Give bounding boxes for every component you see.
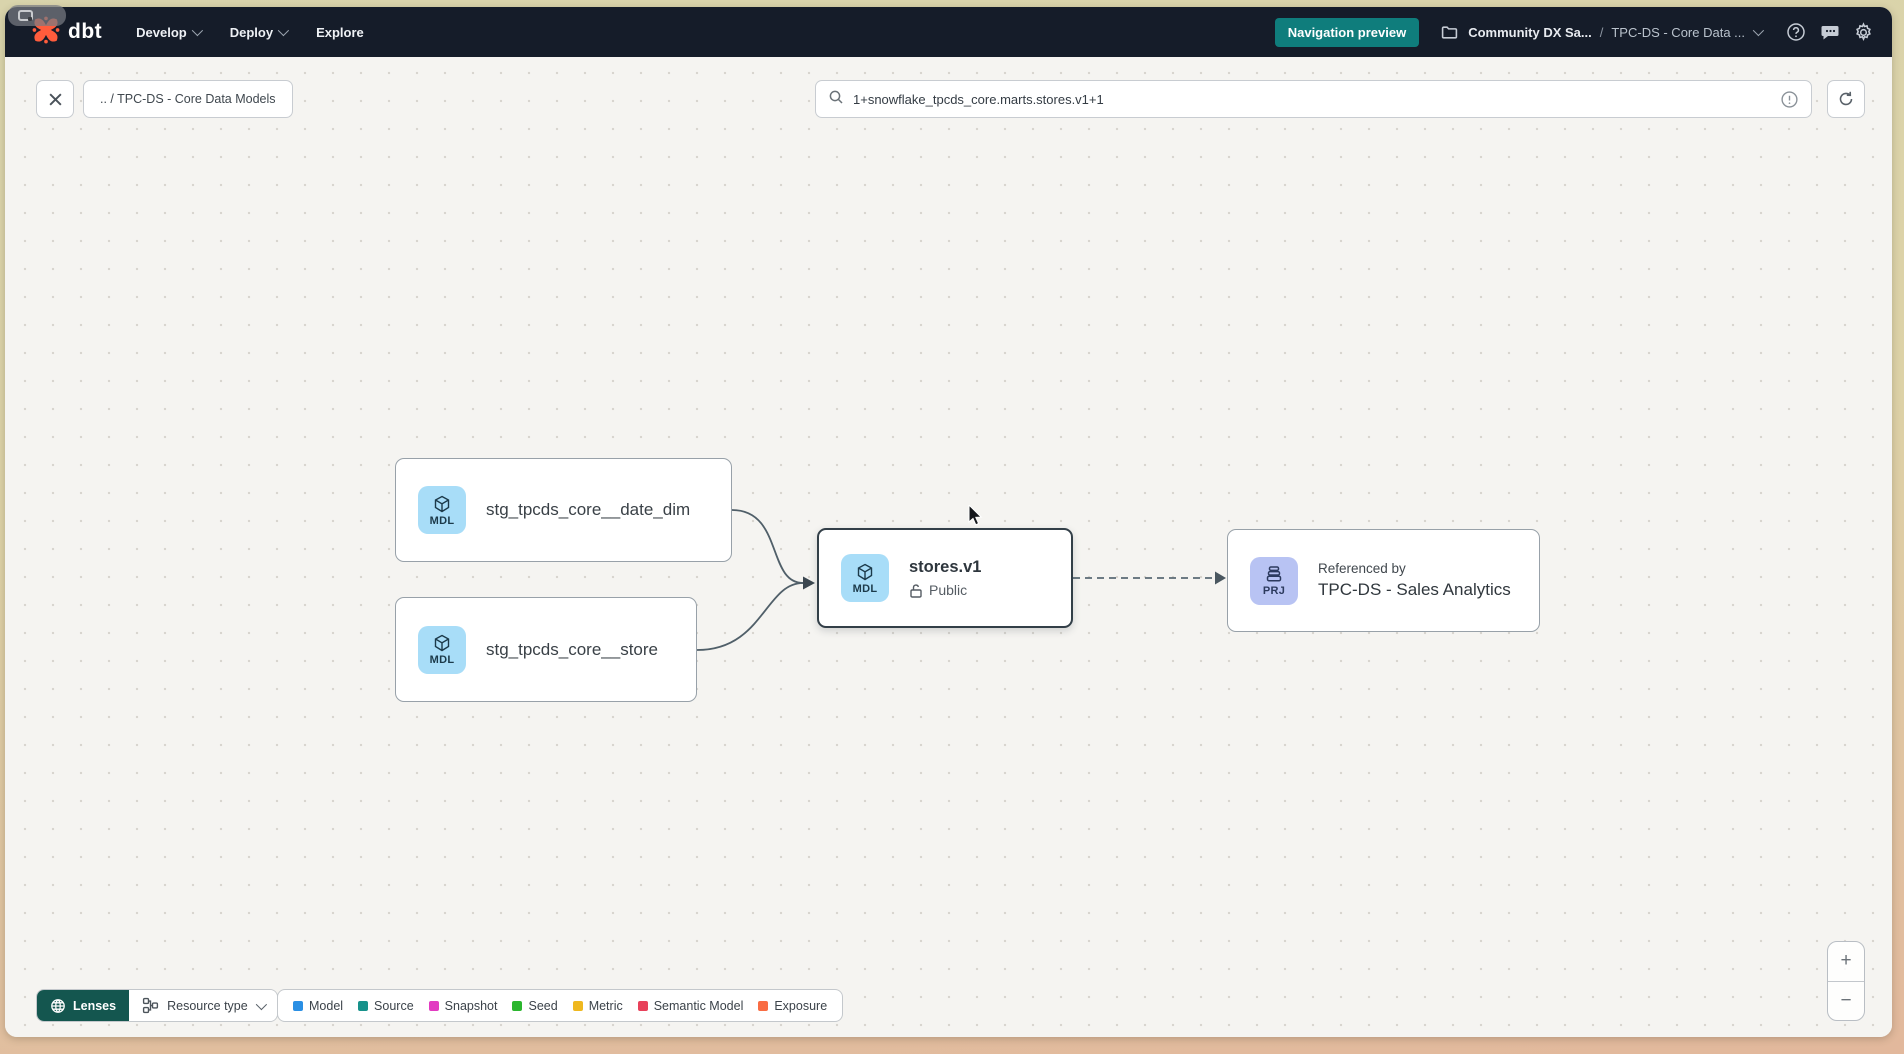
legend-item-exposure: Exposure [758,999,827,1013]
lenses-button[interactable]: Lenses [37,990,130,1021]
model-resource-badge: MDL [418,486,466,534]
help-icon[interactable] [1785,22,1806,43]
node-text-block: Referenced by TPC-DS - Sales Analytics [1318,561,1511,600]
legend-swatch [358,1000,369,1011]
cube-icon [857,563,873,580]
node-title: TPC-DS - Sales Analytics [1318,580,1511,599]
settings-gear-icon[interactable] [1853,21,1874,43]
node-kicker: Referenced by [1318,561,1406,576]
legend-item-seed: Seed [512,999,558,1013]
public-access-icon [910,583,922,598]
top-navigation-bar: dbt Develop Deploy Explore Navigation pr… [5,7,1892,57]
header-icon-group [1785,21,1874,43]
chevron-down-icon [277,24,290,37]
lenses-label: Lenses [73,998,117,1013]
close-lineage-button[interactable] [36,80,74,118]
search-icon [828,89,844,110]
node-referenced-by-project[interactable]: PRJ Referenced by TPC-DS - Sales Analyti… [1227,529,1540,632]
node-label: stg_tpcds_core__store [486,639,658,659]
node-access-row: Public [909,582,981,598]
chevron-down-icon [255,998,267,1010]
legend-item-snapshot: Snapshot [428,999,497,1013]
stacked-trays-icon [1266,566,1282,582]
node-stg-tpcds-core-store[interactable]: MDL stg_tpcds_core__store [395,597,697,702]
node-text-block: stores.v1 Public [909,558,981,598]
refresh-icon [1839,91,1853,106]
chevron-down-icon [191,24,203,37]
badge-label: MDL [429,514,455,527]
legend-item-metric: Metric [572,999,623,1013]
node-label: stg_tpcds_core__date_dim [486,500,691,519]
project-resource-badge: PRJ [1250,556,1298,605]
badge-label: MDL [429,654,455,666]
badge-label: PRJ [1262,585,1286,597]
legend-swatch [758,1000,769,1011]
lineage-canvas[interactable]: .. / TPC-DS - Core Data Models [5,57,1892,1037]
zoom-in-button[interactable]: + [1828,942,1864,982]
resource-graph-icon [142,997,159,1014]
legend-swatch [293,1000,303,1011]
breadcrumb-current[interactable]: TPC-DS - Core Data ... [1611,24,1745,40]
node-stg-tpcds-core-date-dim[interactable]: MDL stg_tpcds_core__date_dim [395,458,732,562]
breadcrumb-separator: / [1599,24,1604,40]
chevron-down-icon[interactable] [1752,24,1765,37]
feedback-icon[interactable] [1819,22,1840,43]
screen-icon [18,10,33,21]
parent-folder-chip[interactable]: .. / TPC-DS - Core Data Models [83,80,293,118]
resource-type-legend: Model Source Snapshot Seed Metric Semant… [277,989,844,1022]
node-title: stores.v1 [909,558,982,576]
legend-swatch [572,1000,583,1011]
zoom-out-button[interactable]: − [1828,982,1864,1021]
node-stores-v1[interactable]: MDL stores.v1 Public [817,528,1073,628]
access-label: Public [929,582,968,598]
screen-capture-widget [8,5,66,26]
dbt-explorer-window: dbt Develop Deploy Explore Navigation pr… [5,7,1892,1037]
header-right: Navigation preview Community DX Sa... / … [1274,17,1874,47]
lens-icon [51,998,65,1013]
resource-type-label: Resource type [167,998,248,1013]
info-icon[interactable] [1780,90,1799,114]
refresh-lineage-button[interactable] [1827,80,1865,118]
navigation-preview-button[interactable]: Navigation preview [1274,17,1420,47]
legend-item-model: Model [293,999,343,1013]
model-resource-badge: MDL [841,554,889,602]
badge-label: MDL [852,582,878,595]
legend-swatch [428,1000,439,1011]
nav-deploy[interactable]: Deploy [230,24,290,40]
nav-explore[interactable]: Explore [316,24,364,40]
resource-type-dropdown[interactable]: Resource type [129,990,277,1021]
breadcrumb: Community DX Sa... / TPC-DS - Core Data … [1439,22,1765,43]
lineage-selector-searchbar[interactable] [815,80,1812,118]
main-nav: Develop Deploy Explore [136,25,364,40]
cube-icon [434,495,450,512]
legend-swatch [512,1000,523,1011]
legend-item-semantic-model: Semantic Model [637,999,743,1013]
dbt-logo-text: dbt [68,20,103,43]
cube-icon [434,634,450,652]
close-icon [48,92,62,106]
mouse-cursor [968,505,983,526]
parent-folder-label: .. / TPC-DS - Core Data Models [100,92,276,106]
folder-icon [1439,22,1460,43]
zoom-controls: + − [1827,941,1865,1021]
legend-swatch [637,1000,648,1011]
selector-input[interactable] [853,91,1775,107]
legend-item-source: Source [358,999,414,1013]
lenses-control-group: Lenses Resource type [36,989,278,1022]
breadcrumb-project[interactable]: Community DX Sa... [1468,24,1592,40]
model-resource-badge: MDL [418,625,466,674]
nav-develop[interactable]: Develop [136,24,203,40]
